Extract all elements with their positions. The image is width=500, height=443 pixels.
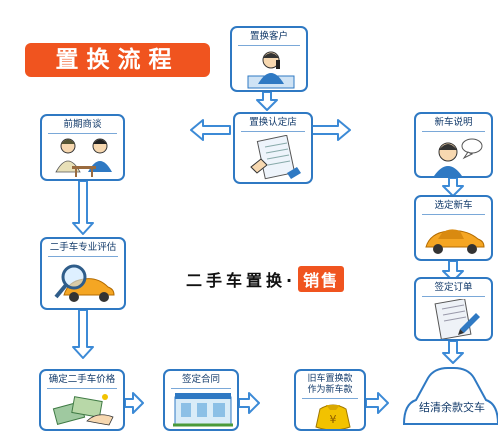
- center-caption-text: 二手车置换·: [186, 271, 297, 290]
- diagram-title: 置换流程: [25, 43, 210, 77]
- step-settle-delivery-label: 结清余款交车: [419, 401, 485, 414]
- new-car-icon: [425, 229, 485, 254]
- step-label: 确定二手车价格: [48, 374, 116, 385]
- arrow-order-to-delivery: [442, 340, 464, 364]
- step-new-car-info: 新车说明: [414, 112, 493, 178]
- arrow-customer-to-store: [256, 91, 278, 111]
- step-used-car-eval: 二手车专业评估: [40, 237, 126, 310]
- money-bag-icon: ¥: [315, 404, 351, 429]
- step-label: 置换客户: [249, 31, 288, 42]
- arrow-price-to-contract: [124, 392, 144, 414]
- order-form-icon: [434, 299, 480, 339]
- step-label: 二手车专业评估: [49, 242, 117, 253]
- arrow-eval-to-price: [72, 309, 94, 359]
- arrow-talk-to-eval: [72, 180, 94, 235]
- arrow-info-to-select: [442, 177, 464, 197]
- document-sign-icon: [250, 135, 301, 180]
- car-dealership-icon: [173, 393, 233, 427]
- negotiation-people-icon: [55, 138, 112, 177]
- step-old-as-payment: 旧车置换款 作为新车款 ¥: [294, 369, 366, 431]
- step-label: 新车说明: [434, 117, 473, 128]
- arrow-contract-to-payment: [238, 392, 260, 414]
- step-label: 选定新车: [434, 200, 473, 211]
- svg-text:¥: ¥: [330, 413, 337, 426]
- arrow-select-to-order: [442, 260, 464, 282]
- step-replace-customer: 置换客户: [230, 26, 308, 92]
- magnifier-car-icon: [54, 264, 115, 302]
- step-replace-store: 置换认定店: [233, 112, 313, 184]
- sales-tag: 销售: [298, 266, 345, 292]
- settle-delivery-car-outline: [402, 367, 498, 425]
- step-sign-contract: 签定合同: [163, 369, 239, 431]
- arrow-payment-to-delivery: [365, 392, 389, 414]
- step-confirm-price: 确定二手车价格: [39, 369, 125, 431]
- arrow-store-right: [309, 119, 351, 141]
- step-sign-order: 签定订单: [414, 277, 493, 341]
- center-caption: 二手车置换·销售: [186, 266, 345, 292]
- step-early-talk: 前期商谈: [40, 114, 125, 181]
- salesperson-speaking-icon: [434, 138, 483, 176]
- arrow-store-left: [190, 119, 231, 141]
- customer-on-phone-icon: [247, 51, 295, 89]
- step-label: 签定合同: [181, 374, 220, 385]
- step-label: 置换认定店: [249, 117, 297, 128]
- step-label: 前期商谈: [63, 119, 102, 130]
- step-select-new-car: 选定新车: [414, 195, 493, 261]
- step-label: 签定订单: [434, 282, 473, 293]
- money-hand-icon: [52, 394, 114, 426]
- step-label: 旧车置换款 作为新车款: [307, 374, 353, 395]
